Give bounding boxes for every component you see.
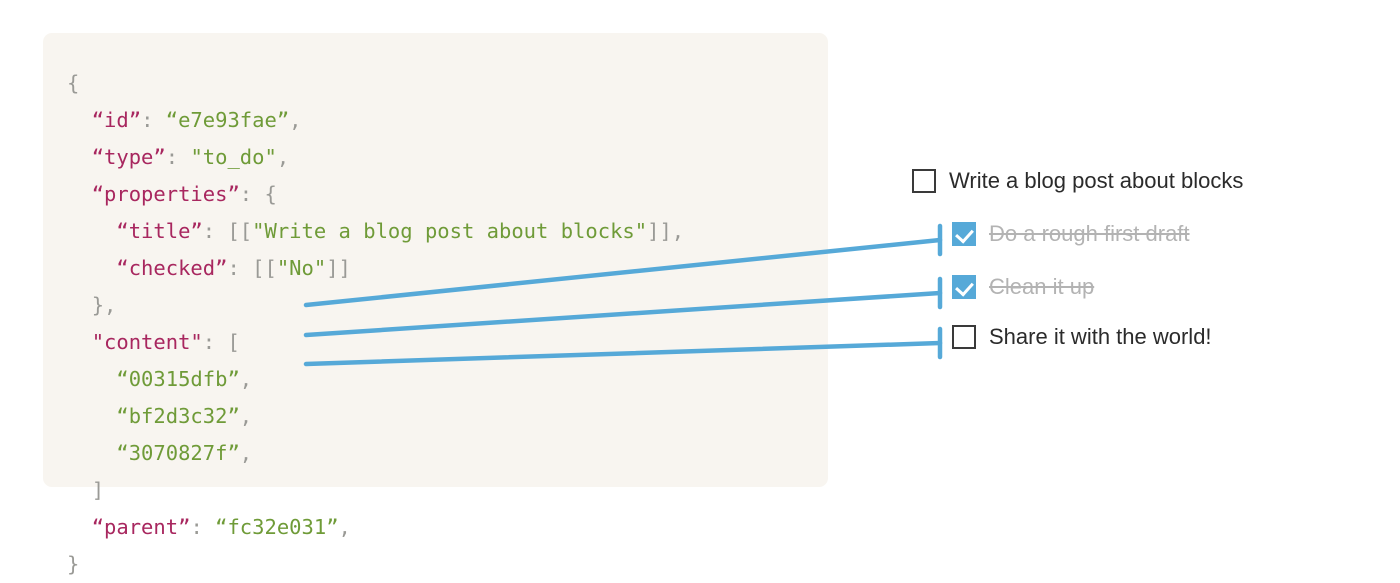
code-token: , <box>239 367 253 391</box>
code-line: “type”: "to_do", <box>67 139 684 176</box>
code-token: : [ <box>202 330 240 354</box>
code-token: : [[ <box>202 219 253 243</box>
code-token: “properties” <box>91 182 240 206</box>
code-line: “3070827f”, <box>67 435 684 472</box>
code-token: “fc32e031” <box>215 515 339 539</box>
checkbox-checked-icon[interactable] <box>952 275 976 299</box>
code-line: { <box>67 65 684 102</box>
todo-item[interactable]: Write a blog post about blocks <box>912 168 1243 194</box>
json-code-panel: { “id”: “e7e93fae”, “type”: "to_do", “pr… <box>43 33 828 576</box>
code-token: "content" <box>91 330 203 354</box>
todo-item[interactable]: Share it with the world! <box>952 324 1212 350</box>
code-token: ]], <box>647 219 685 243</box>
code-token: } <box>67 552 80 576</box>
code-token: “e7e93fae” <box>165 108 290 132</box>
todo-item-label: Do a rough first draft <box>989 221 1190 246</box>
todo-item-label: Clean it up <box>989 274 1095 299</box>
code-token: : <box>165 145 191 169</box>
code-token: { <box>67 71 80 95</box>
todo-item[interactable]: Do a rough first draft <box>952 221 1190 247</box>
code-line: “title”: [["Write a blog post about bloc… <box>67 213 684 250</box>
todo-item[interactable]: Clean it up <box>952 274 1094 300</box>
todo-item-label: Share it with the world! <box>989 324 1212 349</box>
code-token: : { <box>239 182 277 206</box>
code-line: ] <box>67 472 684 509</box>
code-token: “00315dfb” <box>116 367 240 391</box>
code-token: "to_do" <box>190 145 277 169</box>
code-token: : <box>141 108 166 132</box>
code-line: }, <box>67 287 684 324</box>
json-code-text: { “id”: “e7e93fae”, “type”: "to_do", “pr… <box>67 65 684 583</box>
code-token: “parent” <box>91 515 191 539</box>
code-token: : [[ <box>227 256 277 280</box>
code-token: ]] <box>326 256 351 280</box>
code-token: “checked” <box>116 256 228 280</box>
code-token: , <box>338 515 351 539</box>
code-token: "Write a blog post about blocks" <box>252 219 648 243</box>
code-line: “properties”: { <box>67 176 684 213</box>
todo-item-label: Write a blog post about blocks <box>949 168 1244 193</box>
code-token: “bf2d3c32” <box>116 404 240 428</box>
code-line: "content": [ <box>67 324 684 361</box>
checkbox-unchecked-icon[interactable] <box>912 169 936 193</box>
code-line: “parent”: “fc32e031”, <box>67 509 684 546</box>
code-token: : <box>190 515 216 539</box>
code-line: “bf2d3c32”, <box>67 398 684 435</box>
code-token: , <box>239 441 253 465</box>
checkbox-checked-icon[interactable] <box>952 222 976 246</box>
code-token: , <box>276 145 290 169</box>
code-line: } <box>67 546 684 583</box>
code-token: , <box>239 404 253 428</box>
code-line: “00315dfb”, <box>67 361 684 398</box>
code-line: “checked”: [["No"]] <box>67 250 684 287</box>
code-token: “id” <box>91 108 142 132</box>
code-token: “3070827f” <box>116 441 240 465</box>
code-token: “title” <box>116 219 203 243</box>
code-token: }, <box>91 293 117 317</box>
code-token: "No" <box>276 256 327 280</box>
code-token: ] <box>91 478 105 502</box>
code-token: , <box>289 108 302 132</box>
code-line: “id”: “e7e93fae”, <box>67 102 684 139</box>
checkbox-unchecked-icon[interactable] <box>952 325 976 349</box>
code-token: “type” <box>91 145 166 169</box>
